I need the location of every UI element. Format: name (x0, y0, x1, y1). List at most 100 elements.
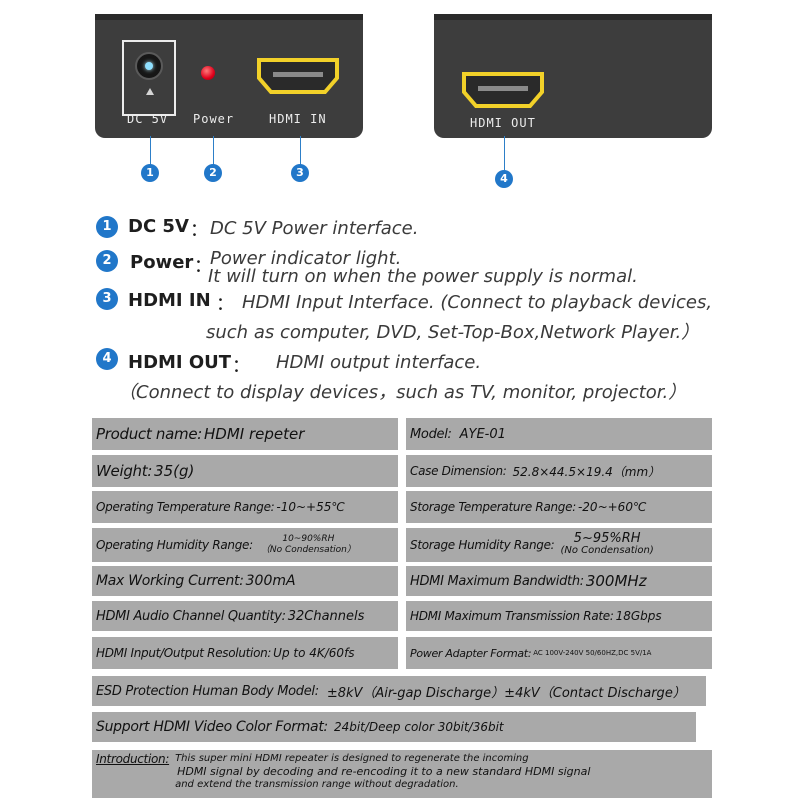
spec-value: 300MHz (585, 572, 647, 590)
callout-marker-2: 2 (204, 164, 222, 182)
spec-value: 32Channels (287, 608, 365, 624)
spec-storage-humidity: Storage Humidity Range: 5~95%RH (No Cond… (406, 528, 712, 562)
spec-label: HDMI Maximum Bandwidth: (410, 573, 584, 589)
callout-marker-1: 1 (141, 164, 159, 182)
spec-case-dimension: Case Dimension: 52.8×44.5×19.4（mm） (406, 455, 712, 487)
spec-color-format: Support HDMI Video Color Format: 24bit/De… (92, 712, 696, 742)
legend-number-3: 3 (96, 288, 118, 310)
legend-description: Power indicator light. (210, 248, 402, 269)
legend-description: It will turn on when the power supply is… (208, 266, 638, 287)
callout-line-4 (504, 136, 505, 172)
spec-model: Model: AYE-01 (406, 418, 712, 450)
spec-storage-temperature: Storage Temperature Range:-20~+60℃ (406, 491, 712, 523)
spec-label: Support HDMI Video Color Format: (96, 719, 328, 735)
callout-line-2 (213, 136, 214, 166)
panel-top-edge (95, 14, 363, 20)
spec-value: 24bit/Deep color 30bit/36bit (333, 720, 504, 734)
spec-resolution: HDMI Input/Output Resolution:Up to 4K/60… (92, 637, 398, 669)
spec-max-current: Max Working Current:300mA (92, 566, 398, 596)
legend-separator: ： (216, 294, 234, 315)
callout-marker-3: 3 (291, 164, 309, 182)
spec-value: HDMI repeter (204, 425, 305, 443)
hdmi-out-port-icon (462, 72, 544, 108)
spec-product-name: Product name:HDMI repeter (92, 418, 398, 450)
intro-line: This super mini HDMI repeater is designe… (175, 753, 529, 764)
spec-transmission-rate: HDMI Maximum Transmission Rate:18Gbps (406, 601, 712, 631)
spec-note: (No Condensation) (560, 545, 654, 556)
dc-jack-socket (135, 52, 163, 80)
intro-line: and extend the transmission range withou… (175, 779, 459, 790)
spec-value: AC 100V-240V 50/60HZ,DC 5V/1A (533, 649, 652, 657)
spec-label: HDMI Audio Channel Quantity: (96, 608, 286, 624)
callout-marker-4: 4 (495, 170, 513, 188)
spec-audio-channels: HDMI Audio Channel Quantity:32Channels (92, 601, 398, 631)
spec-value: 35(g) (154, 462, 195, 480)
spec-label: Storage Temperature Range: (410, 500, 576, 514)
hdmi-out-port-label: HDMI OUT (470, 116, 536, 130)
spec-label: Case Dimension: (410, 464, 507, 478)
spec-label: ESD Protection Human Body Model: (96, 683, 319, 699)
legend-separator: ： (190, 220, 208, 241)
intro-line: HDMI signal by decoding and re-encoding … (177, 765, 591, 778)
legend-number-4: 4 (96, 348, 118, 370)
spec-value-stack: 5~95%RH (No Condensation) (560, 531, 654, 557)
spec-label: Introduction: (96, 752, 170, 766)
polarity-triangle-icon (146, 88, 154, 95)
spec-value: 52.8×44.5×19.4（mm） (512, 464, 661, 479)
legend-separator: ： (232, 356, 250, 377)
spec-weight: Weight:35(g) (92, 455, 398, 487)
intro-text: This super mini HDMI repeater is designe… (175, 752, 590, 791)
spec-label: Weight: (96, 462, 153, 480)
callout-line-1 (150, 136, 151, 166)
callout-line-3 (300, 136, 301, 166)
spec-label: Storage Humidity Range: (410, 538, 555, 552)
input-side-panel: DC 5V Power HDMI IN (95, 14, 363, 138)
legend-key-hdmi-in: HDMI IN (128, 290, 211, 311)
legend-description: HDMI output interface. (276, 352, 482, 373)
spec-value: ±8kV（Air-gap Discharge）±4kV（Contact Disc… (326, 685, 686, 701)
spec-operating-humidity: Operating Humidity Range: 10~90%RH （No C… (92, 528, 398, 562)
output-side-panel: HDMI OUT (434, 14, 712, 138)
legend-separator: ： (194, 256, 212, 277)
spec-value: 18Gbps (615, 609, 662, 623)
spec-value: Up to 4K/60fs (273, 646, 355, 660)
spec-label: Model: (410, 426, 452, 442)
dc-5v-port-label: DC 5V (127, 112, 169, 126)
dc-jack-pin (145, 62, 153, 70)
legend-description: DC 5V Power interface. (210, 218, 419, 239)
spec-esd-protection: ESD Protection Human Body Model: ±8kV（Air… (92, 676, 706, 706)
hdmi-in-port-icon (257, 58, 339, 94)
legend-key-dc-5v: DC 5V (128, 216, 189, 237)
spec-label: Operating Temperature Range: (96, 500, 275, 514)
spec-label: Max Working Current: (96, 573, 244, 589)
spec-label: HDMI Maximum Transmission Rate: (410, 609, 614, 623)
spec-value: 10~90%RH (282, 534, 335, 544)
legend-description: HDMI Input Interface. (Connect to playba… (242, 292, 713, 313)
panel-top-edge (434, 14, 712, 20)
spec-label: Operating Humidity Range: (96, 538, 253, 552)
spec-operating-temperature: Operating Temperature Range:-10~+55℃ (92, 491, 398, 523)
spec-value: 5~95%RH (573, 531, 641, 546)
spec-value: 300mA (245, 573, 296, 589)
power-led-label: Power (193, 112, 235, 126)
legend-key-power: Power (130, 252, 194, 273)
spec-bandwidth: HDMI Maximum Bandwidth:300MHz (406, 566, 712, 596)
spec-adapter: Power Adapter Format:AC 100V-240V 50/60H… (406, 637, 712, 669)
spec-introduction: Introduction: This super mini HDMI repea… (92, 750, 712, 798)
spec-note: （No Condensation） (260, 545, 356, 555)
hdmi-in-port-label: HDMI IN (269, 112, 327, 126)
legend-description: （Connect to display devices，such as TV, … (118, 382, 687, 403)
dc-power-jack (122, 40, 176, 116)
legend-key-hdmi-out: HDMI OUT (128, 352, 232, 373)
legend-number-1: 1 (96, 216, 118, 238)
legend-description: such as computer, DVD, Set-Top-Box,Netwo… (206, 322, 700, 343)
spec-label: Power Adapter Format: (410, 646, 532, 660)
legend-number-2: 2 (96, 250, 118, 272)
spec-label: Product name: (96, 425, 203, 443)
spec-value: AYE-01 (459, 426, 506, 442)
spec-value: -10~+55℃ (276, 500, 345, 514)
power-led (201, 66, 215, 80)
spec-label: HDMI Input/Output Resolution: (96, 646, 272, 660)
spec-value-stack: 10~90%RH （No Condensation） (261, 534, 356, 556)
spec-value: -20~+60℃ (577, 500, 647, 514)
